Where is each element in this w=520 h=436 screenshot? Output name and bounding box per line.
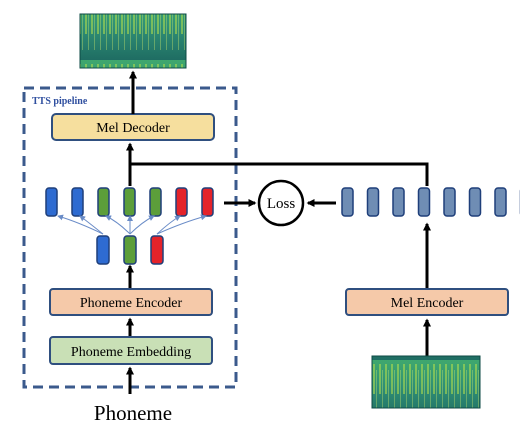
expansion-arrows xyxy=(57,214,207,235)
mel-token-5 xyxy=(443,187,456,217)
mel-token-6 xyxy=(468,187,482,217)
input-spectrogram xyxy=(371,355,481,409)
upper-token-sequence xyxy=(45,187,214,217)
lower-token-sequence xyxy=(96,235,164,265)
mel-decoder-label: Mel Decoder xyxy=(96,121,170,136)
lower-token-2 xyxy=(123,235,137,265)
phoneme-embedding-block: Phoneme Embedding xyxy=(49,336,213,365)
phoneme-encoder-label: Phoneme Encoder xyxy=(80,296,183,311)
mel-token-sequence xyxy=(341,187,520,217)
upper-token-2 xyxy=(71,187,84,217)
phoneme-embedding-label: Phoneme Embedding xyxy=(71,345,191,360)
loss-node: Loss xyxy=(257,179,305,227)
phoneme-encoder-block: Phoneme Encoder xyxy=(49,288,213,316)
mel-token-2 xyxy=(366,187,380,217)
mel-embedding-to-decoder-line xyxy=(130,162,429,186)
mel-token-7 xyxy=(494,187,507,217)
mel-encoder-label: Mel Encoder xyxy=(391,296,464,311)
input-label: Phoneme xyxy=(94,401,172,425)
upper-token-1 xyxy=(45,187,58,217)
mel-token-4 xyxy=(417,187,431,217)
upper-token-3 xyxy=(97,187,110,217)
upper-token-5 xyxy=(149,187,162,217)
mel-token-1 xyxy=(341,187,354,217)
upper-token-6 xyxy=(175,187,188,217)
lower-token-3 xyxy=(150,235,164,265)
pipeline-label: TTS pipeline xyxy=(32,96,88,107)
mel-token-3 xyxy=(392,187,405,217)
mel-encoder-block: Mel Encoder xyxy=(345,288,509,316)
upper-token-7 xyxy=(201,187,214,217)
upper-token-4 xyxy=(123,187,136,217)
loss-label: Loss xyxy=(267,196,296,212)
mel-decoder-block: Mel Decoder xyxy=(51,113,215,141)
output-spectrogram xyxy=(79,13,187,69)
lower-token-1 xyxy=(96,235,110,265)
